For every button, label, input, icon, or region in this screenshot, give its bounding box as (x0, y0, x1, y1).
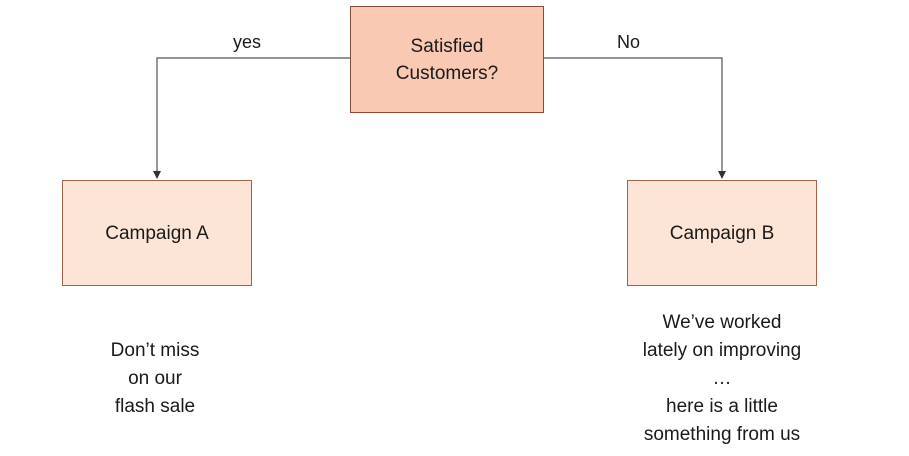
campaign-b-label: Campaign B (669, 222, 775, 244)
campaign-a-message: Don’t miss on our flash sale (110, 340, 200, 417)
campaign-b-node: Campaign B (627, 180, 817, 286)
decision-node-label: Satisfied Customers? (395, 35, 499, 84)
campaign-b-message: We’ve worked lately on improving … here … (642, 312, 802, 445)
edge-label-yes: yes (233, 32, 262, 52)
no-branch-connector (544, 57, 726, 179)
decision-node-satisfied-customers: Satisfied Customers? (350, 6, 544, 113)
yes-branch-connector (153, 57, 350, 179)
campaign-a-label: Campaign A (105, 222, 209, 244)
edge-label-no: No (617, 32, 641, 52)
campaign-a-node: Campaign A (62, 180, 252, 286)
